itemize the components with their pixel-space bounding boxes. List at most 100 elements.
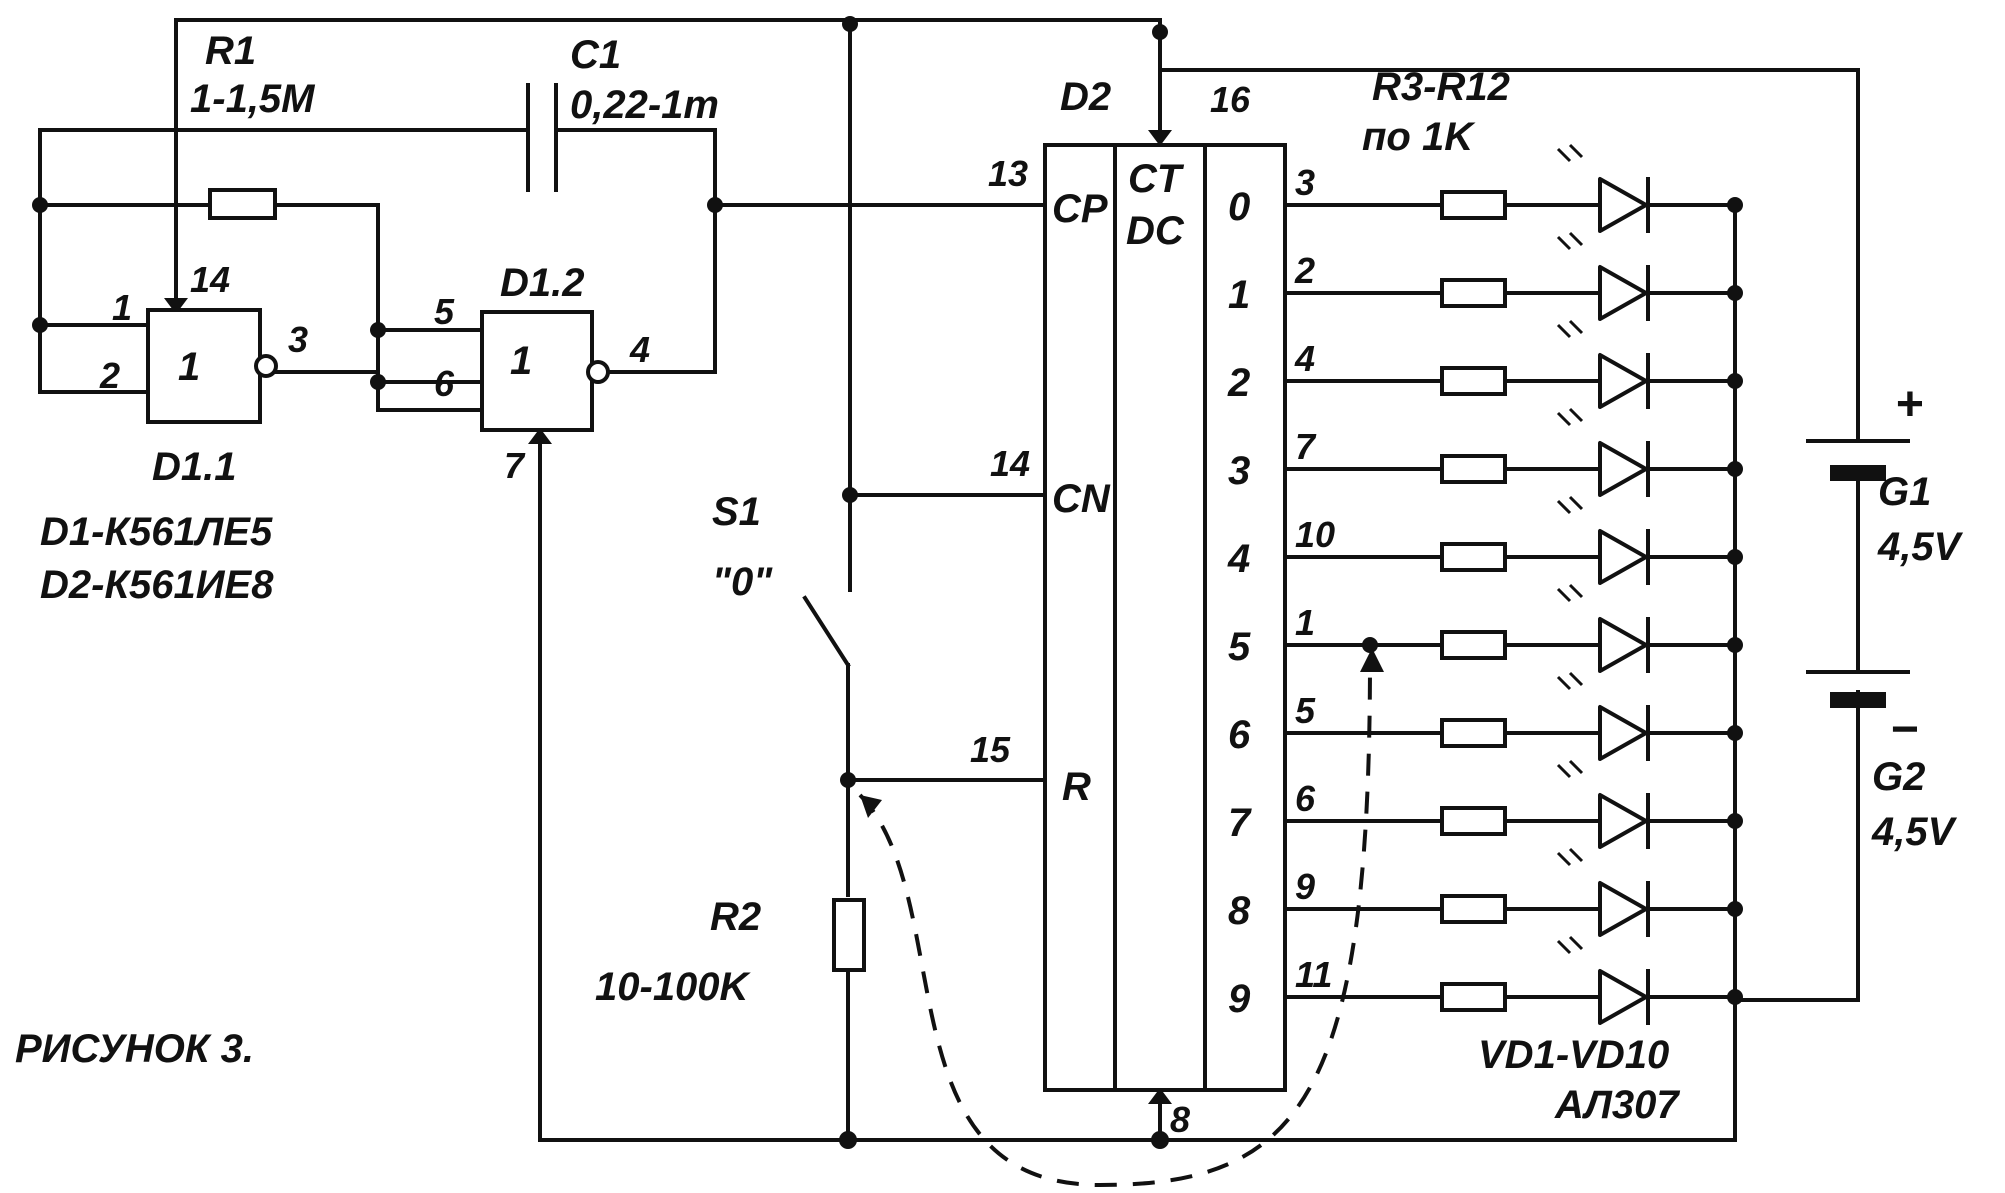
r3-r12-value: по 1K	[1362, 115, 1476, 159]
r1-value: 1-1,5M	[190, 77, 316, 121]
led-cathode-bus	[1733, 203, 1860, 1002]
output-resistor	[1440, 542, 1507, 572]
led	[1598, 265, 1648, 321]
led-ray	[1556, 671, 1584, 691]
led	[1598, 441, 1648, 497]
capacitor-c1: C1 0,22-1m	[38, 33, 719, 192]
output-resistor	[1440, 630, 1507, 660]
led-ray	[1556, 231, 1584, 251]
r3-r12-ref: R3-R12	[1372, 65, 1510, 109]
output-index: 6	[1228, 713, 1251, 757]
gate-d1-2: 1 D1.2 5 6 4 7	[434, 261, 650, 486]
output-index: 5	[1228, 625, 1251, 669]
battery-minus-sign: −	[1890, 703, 1918, 756]
c1-ref: C1	[570, 33, 621, 77]
output-resistor	[1440, 278, 1507, 308]
output-index: 8	[1228, 889, 1251, 933]
g2-ref: G2	[1872, 755, 1925, 799]
output-resistor	[1440, 982, 1507, 1012]
vd-labels: VD1-VD10 АЛ307	[1478, 1033, 1680, 1127]
output-pin-number: 10	[1295, 514, 1335, 555]
output-row: 119	[1228, 935, 1743, 1025]
d1-1-input-wiring	[32, 128, 512, 394]
output-resistor	[1440, 454, 1507, 484]
output-row: 42	[1227, 319, 1743, 409]
output-row: 21	[1228, 231, 1743, 321]
gate-d1-1-ref: D1.1	[152, 445, 237, 489]
output-index: 0	[1228, 185, 1250, 229]
dashed-jumper-arrow-left	[860, 795, 882, 818]
output-pin-number: 2	[1294, 250, 1315, 291]
d1-1-output-wire	[274, 370, 484, 412]
output-row: 73	[1228, 407, 1743, 497]
led	[1598, 969, 1648, 1025]
c1-value: 0,22-1m	[570, 83, 719, 127]
output-index: 4	[1227, 537, 1250, 581]
led-ray	[1556, 407, 1584, 427]
r3-r12-labels: R3-R12 по 1K	[1362, 65, 1510, 159]
output-pin-number: 6	[1295, 778, 1316, 819]
counter-input-cn: 14 CN	[990, 443, 1111, 521]
gate-d1-2-ref: D1.2	[500, 261, 585, 305]
dashed-jumper	[858, 659, 1372, 1188]
output-pin-number: 5	[1295, 690, 1316, 731]
led-ray	[1556, 319, 1584, 339]
gate-d1-2-symbol: 1	[510, 339, 532, 383]
led-ray	[1556, 759, 1584, 779]
output-row: 10 4	[1227, 495, 1743, 585]
vd-value: АЛ307	[1554, 1083, 1680, 1127]
counter-input-cp-pin: 13	[988, 153, 1028, 194]
output-pin-number: 1	[1295, 602, 1315, 643]
gate-d1-2-pin-out: 4	[629, 329, 650, 370]
left-vertical-rail	[842, 18, 1052, 587]
s1-value: "0"	[712, 560, 773, 604]
output-pin-number: 11	[1295, 954, 1332, 995]
output-index: 2	[1227, 361, 1250, 405]
output-pin-number: 7	[1295, 426, 1317, 467]
led	[1598, 881, 1648, 937]
output-resistor	[1440, 190, 1507, 220]
ic-legend: D1-К561ЛЕ5 D2-К561ИЕ8	[40, 510, 274, 607]
s1-ref: S1	[712, 490, 761, 534]
bottom-ground-rail	[538, 998, 1737, 1149]
battery-plus-sign: +	[1895, 378, 1923, 431]
output-row: 67	[1228, 759, 1743, 849]
counter-input-r-name: R	[1062, 765, 1091, 809]
feedback-resistor	[208, 188, 484, 412]
reset-line	[840, 772, 1052, 897]
output-row: 56	[1228, 671, 1743, 761]
gate-d1-2-pin-in1: 5	[434, 291, 455, 332]
led	[1598, 617, 1648, 673]
g2-value: 4,5V	[1871, 810, 1958, 854]
g1-value: 4,5V	[1877, 525, 1964, 569]
output-row: 98	[1228, 847, 1743, 937]
led	[1598, 705, 1648, 761]
output-resistor	[1440, 718, 1507, 748]
counter-d2: D2 CT DC 16 8	[1043, 75, 1287, 1140]
counter-pin-vss: 8	[1170, 1099, 1190, 1140]
led	[1598, 793, 1648, 849]
battery-g1: G1 4,5V +	[1806, 378, 1964, 674]
led-ray	[1556, 847, 1584, 867]
gate-d1-1: 1 D1.1 1 2 3 14	[99, 259, 308, 489]
led	[1598, 353, 1648, 409]
r1-vdd-line	[164, 18, 188, 314]
led-ray	[1556, 583, 1584, 603]
output-index: 7	[1228, 801, 1252, 845]
output-resistor	[1440, 366, 1507, 396]
resistor-r1-labels: R1 1-1,5M	[190, 29, 316, 121]
output-resistor	[1440, 806, 1507, 836]
battery-g2: G2 4,5V −	[1806, 670, 1958, 854]
jumper-junction	[1362, 637, 1378, 653]
counter-pin-vdd: 16	[1210, 79, 1251, 120]
led	[1598, 529, 1648, 585]
counter-input-cn-name: CN	[1052, 477, 1111, 521]
r1-ref: R1	[205, 29, 256, 73]
gate-d1-1-pin-in2: 2	[99, 355, 120, 396]
gate-d1-1-pin-in1: 1	[112, 287, 132, 328]
resistor-r2: R2 10-100K	[595, 895, 866, 1142]
counter-title-ct: CT	[1128, 157, 1185, 201]
output-pin-number: 9	[1295, 866, 1315, 907]
gate-d1-1-pin-out: 3	[288, 319, 308, 360]
led	[1598, 177, 1648, 233]
